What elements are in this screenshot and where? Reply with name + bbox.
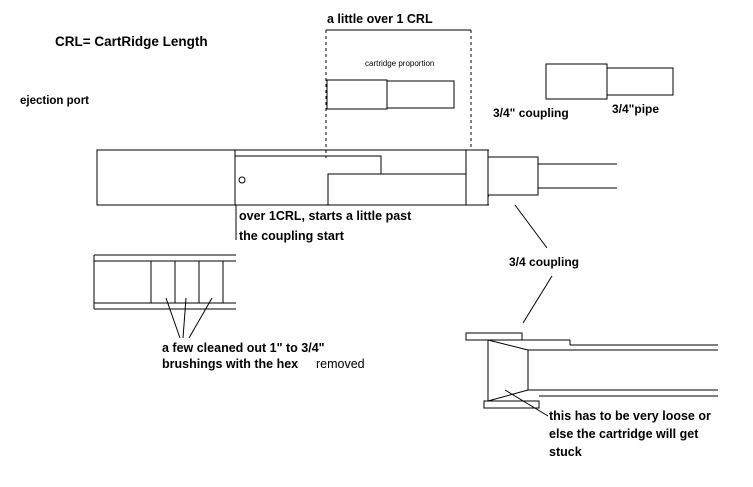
over-crl-label-line2: the coupling start (239, 229, 345, 243)
little-over-crl-label: a little over 1 CRL (327, 12, 433, 26)
cartridge-proportion-label: cartridge proportion (365, 59, 434, 68)
over-crl-label-line1: over 1CRL, starts a little past (239, 209, 412, 223)
coupling-label: 3/4 coupling (509, 255, 579, 269)
cartridge-proportion-drawing (326, 79, 455, 110)
crl-dimension-line (325, 29, 472, 158)
loose-label-line3: stuck (549, 445, 582, 459)
bushings-label-line1: a few cleaned out 1" to 3/4" (162, 341, 325, 355)
loose-label-line1: this has to be very loose or (549, 409, 711, 423)
ejection-hole-icon (238, 176, 246, 184)
bushings-label-line2a: brushings with the hex (162, 357, 298, 371)
coupling-callout-lines (514, 204, 553, 324)
crl-definition-label: CRL= CartRidge Length (55, 34, 208, 49)
pipe-label: 3/4"pipe (612, 102, 659, 116)
bushings-detail-drawing (93, 254, 236, 339)
loose-label-line2: else the cartridge will get (549, 427, 699, 441)
main-barrel-assembly (96, 149, 617, 206)
coupling-quote-label: 3/4" coupling (493, 106, 569, 120)
coupling-detail-drawing (465, 332, 718, 417)
coupling-pipe-legend-drawing (545, 63, 674, 100)
ejection-port-label: ejection port (20, 95, 89, 107)
bushings-label-line2b: removed (316, 357, 365, 371)
